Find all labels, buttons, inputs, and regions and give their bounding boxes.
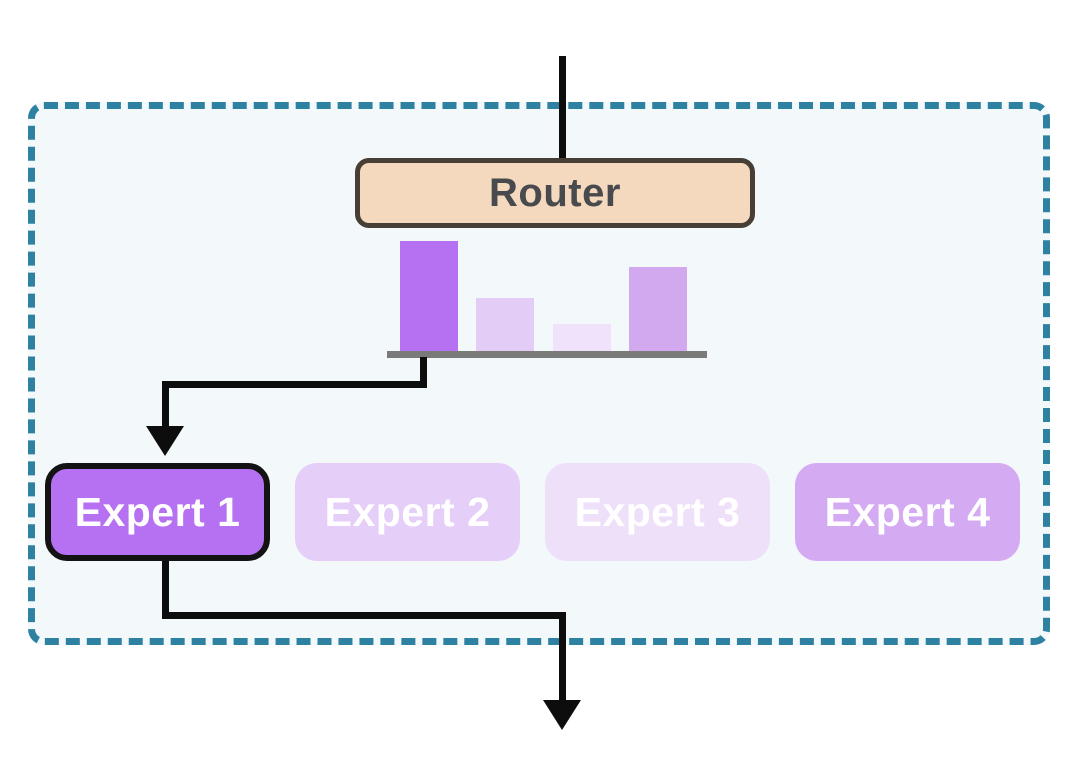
gate-bar-expert1 <box>400 241 458 358</box>
expert-2-label: Expert 2 <box>324 488 491 535</box>
gating-weights-chart <box>387 234 707 358</box>
output-arrow-segment-down1 <box>162 556 169 619</box>
routing-arrow-segment-down1 <box>420 357 427 388</box>
expert-box-4: Expert 4 <box>795 463 1020 561</box>
expert-box-3: Expert 3 <box>545 463 770 561</box>
experts-row: Expert 1 Expert 2 Expert 3 Expert 4 <box>45 463 1020 561</box>
expert-3-label: Expert 3 <box>574 488 741 535</box>
router-box: Router <box>355 158 755 228</box>
routing-arrow-segment-left <box>162 381 427 388</box>
routing-arrow-segment-down2 <box>162 381 169 427</box>
router-label: Router <box>489 170 621 215</box>
expert-1-label: Expert 1 <box>74 488 241 535</box>
output-arrow-segment-right <box>162 612 566 619</box>
expert-box-2: Expert 2 <box>295 463 520 561</box>
input-arrow-line <box>559 56 566 159</box>
gate-bar-expert2 <box>476 298 534 358</box>
routing-arrowhead-icon <box>146 426 184 456</box>
expert-box-1: Expert 1 <box>45 463 270 561</box>
output-arrowhead-icon <box>543 700 581 730</box>
expert-4-label: Expert 4 <box>824 488 991 535</box>
chart-baseline <box>387 351 707 358</box>
output-arrow-segment-down2 <box>559 612 566 701</box>
gate-bar-expert4 <box>629 267 687 358</box>
